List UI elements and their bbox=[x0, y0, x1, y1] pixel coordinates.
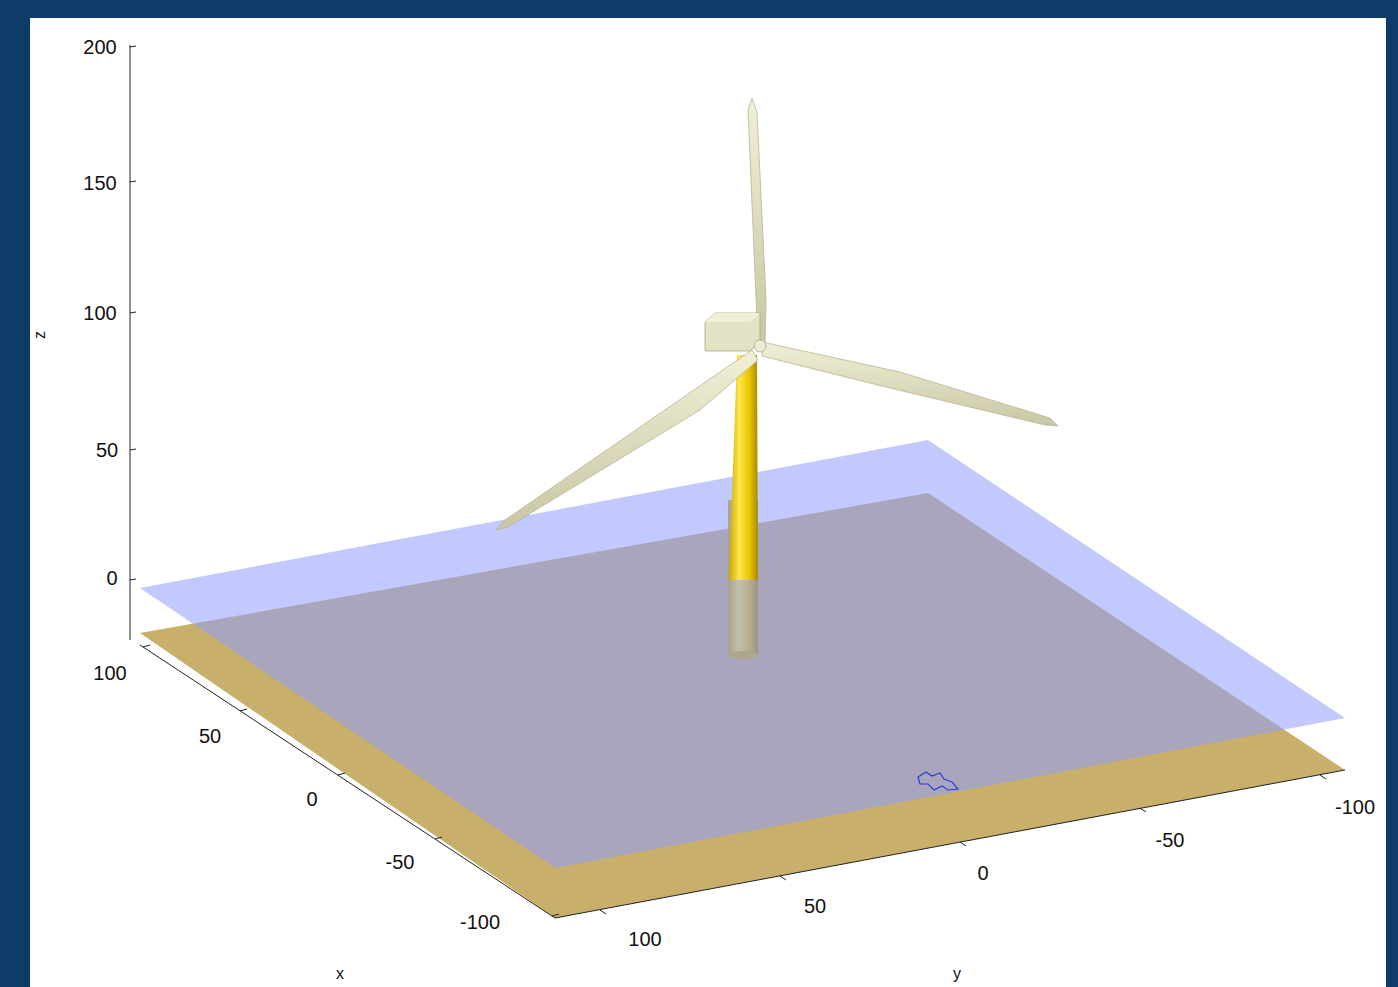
tick-label: 200 bbox=[83, 37, 116, 57]
x-axis bbox=[140, 645, 555, 918]
z-ticks bbox=[130, 46, 136, 580]
y-axis bbox=[555, 770, 1345, 918]
tick-label: -50 bbox=[386, 852, 415, 872]
tick-label: 50 bbox=[199, 726, 221, 746]
tick-label: 100 bbox=[93, 663, 126, 683]
tick-label: 0 bbox=[306, 789, 317, 809]
tick-label: -50 bbox=[1156, 830, 1185, 850]
nacelle bbox=[705, 313, 760, 351]
z-axis bbox=[130, 45, 131, 640]
tower bbox=[729, 355, 758, 580]
tick-label: 0 bbox=[977, 863, 988, 883]
nacelle-top bbox=[705, 313, 760, 322]
y-ticks bbox=[600, 775, 1326, 914]
seabed-marker bbox=[918, 772, 958, 790]
axis-label: y bbox=[953, 966, 961, 982]
blade-right bbox=[762, 342, 1058, 426]
tick-label: 100 bbox=[83, 303, 116, 323]
blade-left bbox=[496, 350, 758, 530]
tick-label: -100 bbox=[1335, 797, 1375, 817]
tick-label: 50 bbox=[96, 440, 118, 460]
x-ticks bbox=[143, 645, 559, 916]
tick-label: 0 bbox=[106, 568, 117, 588]
hub bbox=[754, 340, 766, 352]
axis-label: x bbox=[336, 966, 344, 982]
tick-label: -100 bbox=[460, 912, 500, 932]
blade-up bbox=[748, 98, 766, 345]
tick-label: 100 bbox=[628, 929, 661, 949]
tick-label: 150 bbox=[83, 173, 116, 193]
tick-label: 50 bbox=[804, 896, 826, 916]
axis-label: z bbox=[32, 331, 48, 339]
